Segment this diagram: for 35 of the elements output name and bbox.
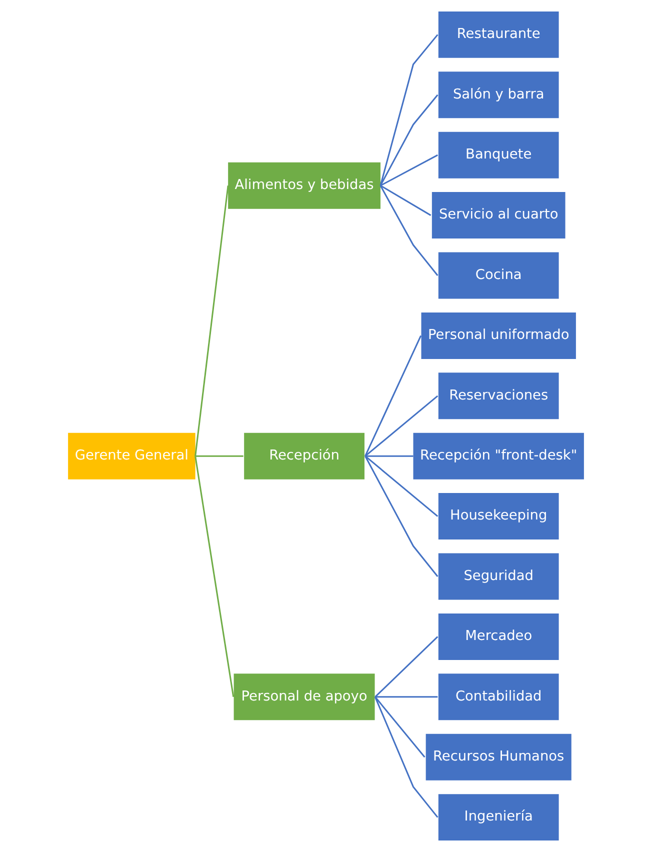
node-box: Gerente General <box>68 432 196 480</box>
connector <box>194 185 229 456</box>
connector <box>380 184 432 216</box>
node-box: Personal uniformado <box>421 312 576 359</box>
connector <box>380 94 438 186</box>
connector <box>374 696 438 818</box>
connector <box>375 696 438 698</box>
node-box: Servicio al cuarto <box>432 192 566 239</box>
node-box: Contabilidad <box>438 674 559 720</box>
node-box: Cocina <box>438 252 559 299</box>
node-box: Recursos Humanos <box>426 734 572 780</box>
connector <box>195 455 244 457</box>
node-box: Mercadeo <box>438 613 559 660</box>
connector <box>364 456 438 517</box>
node-box: Banquete <box>438 132 559 178</box>
node-box: Alimentos y bebidas <box>228 162 380 209</box>
node-box: Salón y barra <box>438 72 559 118</box>
connector <box>374 636 438 698</box>
node-box: Ingeniería <box>438 794 559 841</box>
node-box: Restaurante <box>438 11 559 58</box>
node-box: Reservaciones <box>438 372 559 420</box>
connector <box>374 696 426 758</box>
connector <box>364 335 422 456</box>
node-box: Seguridad <box>438 553 559 600</box>
connector <box>194 456 234 698</box>
connector <box>364 456 438 577</box>
connector <box>380 185 438 276</box>
node-box: Recepción "front-desk" <box>413 432 584 480</box>
connector <box>364 395 438 457</box>
node-box: Personal de apoyo <box>234 674 375 720</box>
connector <box>380 34 438 186</box>
node-box: Recepción <box>244 432 364 480</box>
node-box: Housekeeping <box>438 493 559 540</box>
connector <box>365 455 414 457</box>
connector <box>380 154 438 186</box>
